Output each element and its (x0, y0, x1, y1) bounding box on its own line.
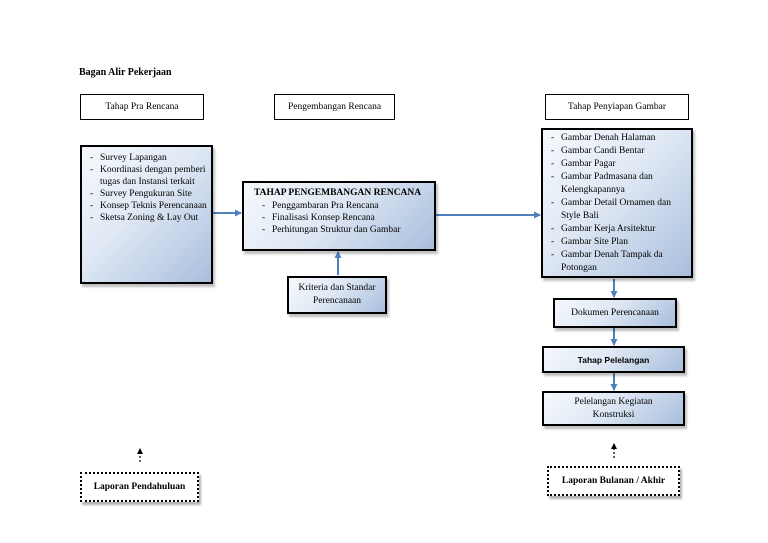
list-item: Finalisasi Konsep Rencana (260, 212, 428, 224)
list-item: Penggambaran Pra Rencana (260, 200, 428, 212)
pra-rencana-list: Survey Lapangan Koordinasi dengan pember… (88, 152, 207, 224)
pelelangan-kegiatan-box: Pelelangan Kegiatan Konstruksi (542, 391, 685, 426)
list-item: Konsep Teknis Perencanaan (88, 200, 207, 212)
diagram-title: Bagan Alir Pekerjaan (79, 67, 172, 78)
list-item: Gambar Detail Ornamen dan Style Bali (549, 197, 685, 223)
header-pra-rencana: Tahap Pra Rencana (80, 94, 204, 120)
header-pengembangan: Pengembangan Rencana (274, 94, 395, 120)
list-item: Koordinasi dengan pemberi tugas dan Inst… (88, 164, 207, 188)
list-item: Gambar Candi Bentar (549, 145, 685, 158)
list-item: Perhitungan Struktur dan Gambar (260, 224, 428, 236)
pengembangan-heading: TAHAP PENGEMBANGAN RENCANA (254, 188, 422, 198)
list-item: Gambar Site Plan (549, 236, 685, 249)
list-item: Survey Pengukuran Site (88, 188, 207, 200)
laporan-bulanan-box: Laporan Bulanan / Akhir (547, 466, 680, 496)
dokumen-perencanaan-box: Dokumen Perencanaan (553, 298, 677, 328)
list-item: Gambar Denah Tampak da Potongan (549, 249, 685, 275)
laporan-bulanan-label: Laporan Bulanan / Akhir (561, 476, 666, 486)
pra-rencana-box: Survey Lapangan Koordinasi dengan pember… (80, 145, 213, 284)
list-item: Gambar Kerja Arsitektur (549, 223, 685, 236)
pengembangan-list: Penggambaran Pra Rencana Finalisasi Kons… (254, 200, 428, 236)
list-item: Gambar Denah Halaman (549, 132, 685, 145)
list-item: Survey Lapangan (88, 152, 207, 164)
pelelangan-kegiatan-label: Pelelangan Kegiatan Konstruksi (574, 396, 653, 420)
dokumen-label: Dokumen Perencanaan (571, 308, 659, 318)
list-item: Sketsa Zoning & Lay Out (88, 212, 207, 224)
penyiapan-gambar-box: Gambar Denah Halaman Gambar Candi Bentar… (541, 128, 693, 278)
tahap-pelelangan-box: Tahap Pelelangan (542, 346, 685, 373)
laporan-pendahuluan-label: Laporan Pendahuluan (93, 482, 186, 492)
kriteria-box: Kriteria dan Standar Perencanaan (287, 276, 387, 314)
header-penyiapan-gambar: Tahap Penyiapan Gambar (545, 94, 689, 120)
gambar-list: Gambar Denah Halaman Gambar Candi Bentar… (549, 132, 685, 275)
laporan-pendahuluan-box: Laporan Pendahuluan (80, 472, 199, 502)
list-item: Gambar Pagar (549, 158, 685, 171)
kriteria-label: Kriteria dan Standar Perencanaan (298, 283, 376, 306)
list-item: Gambar Padmasana dan Kelengkapannya (549, 171, 685, 197)
pengembangan-box: TAHAP PENGEMBANGAN RENCANA Penggambaran … (242, 181, 436, 251)
pelelangan-label: Tahap Pelelangan (577, 354, 650, 365)
